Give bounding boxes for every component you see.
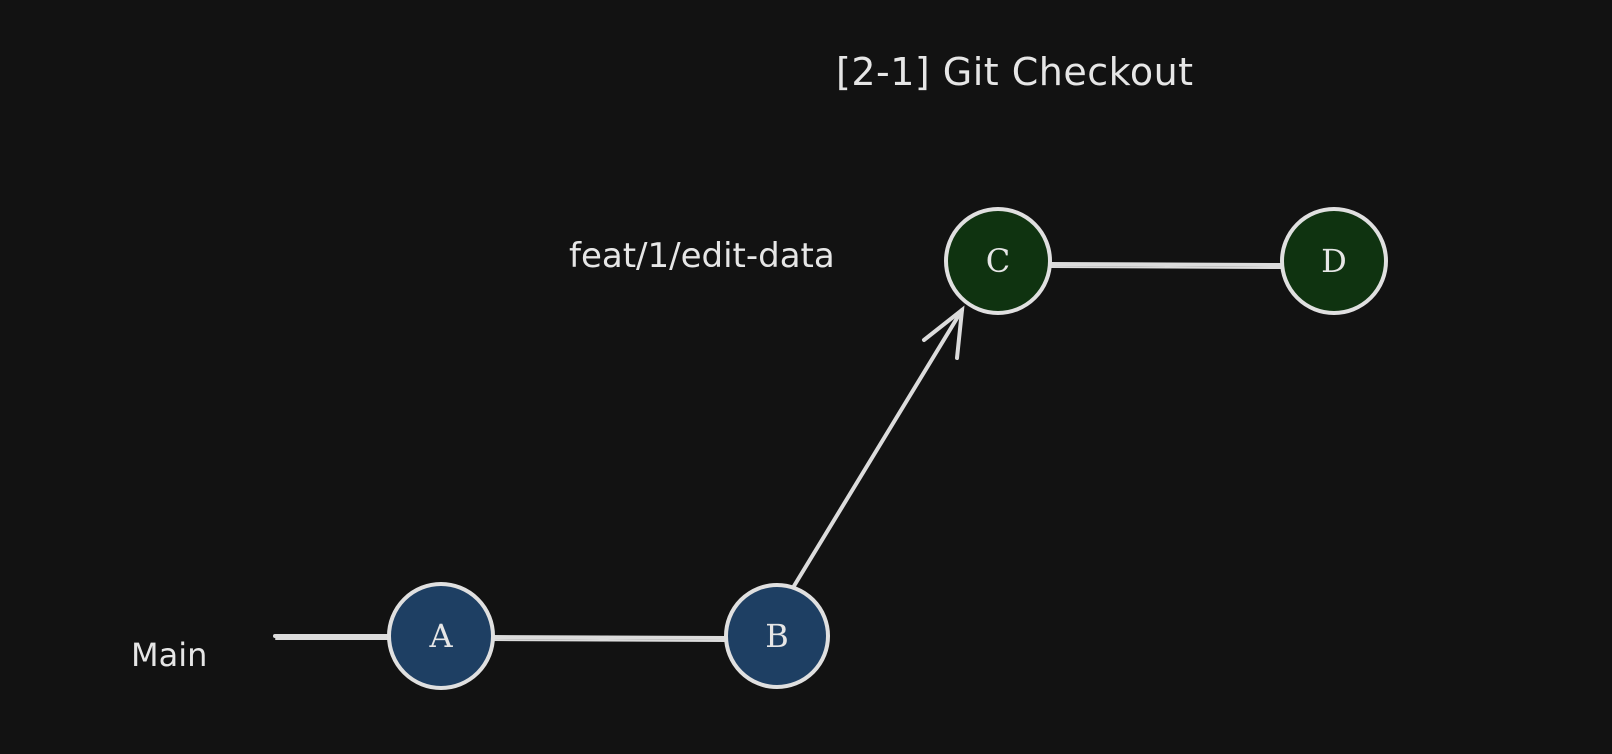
commit-circle-a (387, 582, 495, 690)
commit-circle-c (944, 207, 1052, 315)
edge-a-b-sketch (491, 639, 727, 642)
commit-node-a: A (387, 582, 495, 690)
edge-a-b (490, 635, 728, 640)
arrow-head-c (922, 305, 965, 360)
commit-label-c: C (986, 242, 1010, 280)
diagram-title: [2-1] Git Checkout (836, 50, 1194, 94)
commit-circle-b (724, 583, 830, 689)
commit-label-b: B (765, 617, 789, 655)
branch-label-feature: feat/1/edit-data (569, 236, 835, 276)
edge-c-d (1048, 262, 1284, 267)
commit-node-b: B (724, 583, 830, 689)
commit-label-a: A (428, 617, 453, 655)
branch-label-main: Main (131, 636, 208, 674)
edge-c-d-sketch (1049, 266, 1283, 269)
edge-b-c (792, 308, 964, 588)
commit-node-c: C (944, 207, 1052, 315)
commit-label-d: D (1321, 242, 1347, 280)
commit-node-d: D (1280, 207, 1388, 315)
commit-circle-d (1280, 207, 1388, 315)
